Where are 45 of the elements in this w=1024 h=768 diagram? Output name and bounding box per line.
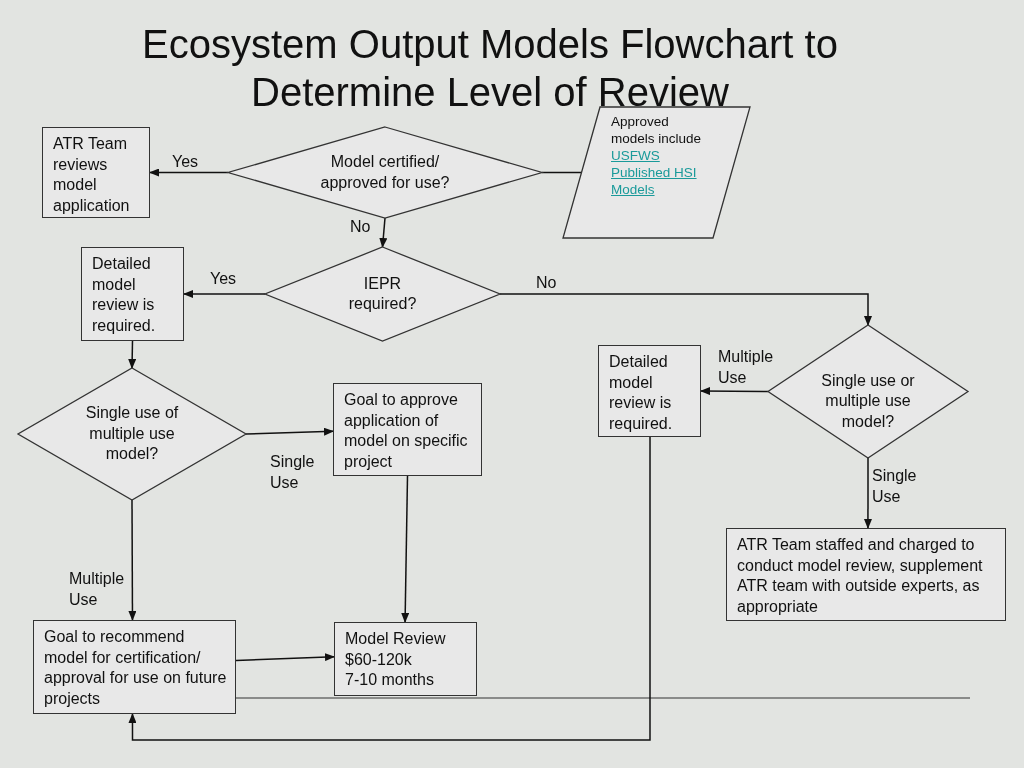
decision-diamond [228, 127, 542, 218]
arrow [235, 653, 335, 662]
edge-label: Single Use [872, 466, 918, 507]
edge-label: Multiple Use [718, 347, 775, 388]
text-link: USFWS Published HSI Models [611, 148, 697, 197]
node-text: Model Review $60-120k 7-10 months [344, 629, 447, 690]
arrow [128, 340, 137, 369]
arrow [863, 457, 872, 529]
process-box [33, 620, 236, 714]
node-text: Detailed model review is required. [608, 352, 674, 434]
node-text: ATR Team staffed and charged to conduct model review, supplement ATR team with outside experts, as appropriate [736, 535, 984, 617]
decision-diamond [265, 247, 500, 341]
node-text: ATR Team reviews model application [52, 134, 131, 216]
process-box [334, 622, 477, 696]
slide-title: Ecosystem Output Models Flowchart to Determine Level of Review [141, 21, 839, 116]
edge-label: Single Use [270, 452, 316, 493]
node-text: Goal to recommend model for certification/ approval for use on future projects [43, 627, 228, 709]
arrow [499, 293, 872, 326]
arrow [183, 290, 266, 298]
node-text: Goal to approve application of model on specific project [343, 390, 469, 472]
edge-label: No [350, 217, 372, 237]
arrow [128, 499, 137, 621]
note-parallelogram [563, 107, 750, 238]
edge-label: Yes [172, 152, 200, 172]
process-box [726, 528, 1006, 621]
node-text: Model certified/ approved for use? [319, 152, 451, 193]
process-box [598, 345, 701, 437]
decision-diamond [18, 368, 246, 500]
arrow [128, 436, 651, 741]
note-text: Approved models include USFWS Published HSI Models [611, 113, 703, 198]
node-text: Detailed model review is required. [91, 254, 157, 336]
node-text: Single use of multiple use model? [84, 403, 180, 465]
arrow [401, 475, 410, 623]
node-text: IEPR required? [347, 273, 418, 314]
arrow [700, 387, 769, 396]
process-box [42, 127, 150, 218]
arrow [379, 217, 388, 248]
edge-label: Multiple Use [69, 569, 126, 610]
process-box [81, 247, 184, 341]
edge-label: Yes [210, 269, 238, 289]
node-text: Single use or multiple use model? [820, 370, 916, 432]
process-box [333, 383, 482, 476]
edge-label: No [536, 273, 558, 293]
arrow [149, 168, 229, 177]
arrow [245, 427, 334, 436]
